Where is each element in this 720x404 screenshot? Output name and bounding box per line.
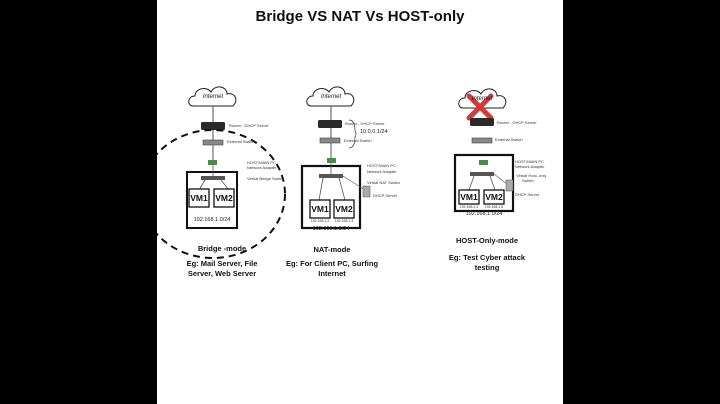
example-label: Eg: Test Cyber attack (448, 253, 526, 262)
vm2-box (483, 189, 505, 205)
router-icon (318, 120, 342, 128)
router-label: Router - DHCP Server (345, 121, 385, 126)
vm1-box (458, 189, 480, 205)
router-label: Router - DHCP Server (229, 123, 269, 128)
vm2-label: VM2 (215, 193, 233, 203)
subnet-label: 192.168.1.0/24 (465, 211, 503, 217)
virtual-switch-icon (201, 176, 225, 180)
virtual-switch-label-2: Switch (522, 178, 534, 183)
vm2-ip-label: 192.168.1.5 (484, 205, 504, 209)
mode-label: HOST-Only-mode (455, 236, 519, 245)
dhcp-server-icon (362, 185, 371, 198)
internet-label: Internet (471, 96, 493, 102)
page-title: Bridge VS NAT Vs HOST-only (255, 8, 465, 25)
internet-cloud-icon (306, 86, 355, 107)
virtual-switch-label: Virtual Bridge Switch (247, 176, 284, 181)
dhcp-label: DHCP Server (515, 192, 540, 197)
example-label-2: Server, Web Server (187, 269, 257, 278)
external-subnet-label: 10.0.0.1/24 (360, 129, 388, 135)
vm2-box (333, 199, 355, 219)
router-label: Router - DHCP Server (497, 120, 537, 125)
external-switch-label: External Switch (227, 139, 255, 144)
host-label: HOST/MAIN PC (515, 159, 544, 164)
vm2-ip-label: 192.168.1.3 (334, 219, 354, 223)
virtual-switch-label: Virtual Host- only (516, 173, 547, 178)
external-switch-label: External Switch (344, 138, 372, 143)
subnet-brace (348, 119, 357, 149)
vm1-ip-label: 192.168.1.4 (459, 205, 479, 209)
vm1-label: VM1 (190, 193, 208, 203)
router-icon (470, 118, 494, 126)
dhcp-label: DHCP Server (373, 193, 398, 198)
network-adapter-icon (208, 160, 217, 165)
adapter-label: Network Adapter (367, 169, 397, 174)
disconnected-cross-icon (466, 93, 494, 121)
virtual-switch-icon (470, 172, 494, 176)
internet-cloud-icon (458, 88, 507, 109)
host-label: HOST/MAIN PC (367, 163, 396, 168)
external-switch-icon (202, 139, 224, 146)
mode-label: NAT-mode (313, 245, 351, 254)
internet-label: Internet (320, 94, 342, 100)
vm1-label: VM1 (460, 192, 478, 202)
mode-label: Bridge -mode (197, 244, 247, 253)
diagram-canvas: Bridge VS NAT Vs HOST-only (157, 0, 563, 404)
bridge-boundary (157, 129, 286, 259)
virtual-switch-label: Virtual NAT Switch (367, 180, 400, 185)
virtual-switch-icon (319, 174, 343, 178)
hostonly-diagram (453, 88, 515, 213)
internet-cloud-icon (188, 86, 237, 107)
nat-diagram (300, 86, 371, 230)
vm2-box (213, 188, 235, 208)
adapter-label: Network Adapter (515, 164, 545, 169)
dhcp-server-icon (505, 179, 514, 192)
network-adapter-icon (327, 158, 336, 163)
vm1-ip-label: 192.168.1.2 (310, 219, 330, 223)
internet-label: Internet (202, 94, 224, 100)
vm2-label: VM2 (335, 204, 353, 214)
vm1-box (188, 188, 210, 208)
vm1-box (309, 199, 331, 219)
network-adapter-icon (479, 160, 488, 165)
subnet-label: 192.168.1.0/24 (312, 226, 350, 232)
external-switch-icon (471, 137, 493, 144)
host-box (186, 171, 238, 229)
external-switch-label: External Switch (495, 137, 523, 142)
example-label: Eg: For Client PC, Surfing (285, 259, 379, 268)
host-label: HOST/MAIN PC (247, 160, 276, 165)
example-label-2: testing (474, 263, 500, 272)
network-diagram (157, 86, 515, 259)
example-label: Eg: Mail Server, File (186, 259, 258, 268)
subnet-label: 192.168.1.0/24 (193, 217, 231, 223)
adapter-label: Network Adapter (247, 165, 277, 170)
vm2-label: VM2 (485, 192, 503, 202)
bridge-diagram (157, 86, 286, 259)
vm1-label: VM1 (311, 204, 329, 214)
example-label-2: Internet (318, 269, 346, 278)
router-icon (201, 122, 225, 130)
external-switch-icon (319, 137, 341, 144)
